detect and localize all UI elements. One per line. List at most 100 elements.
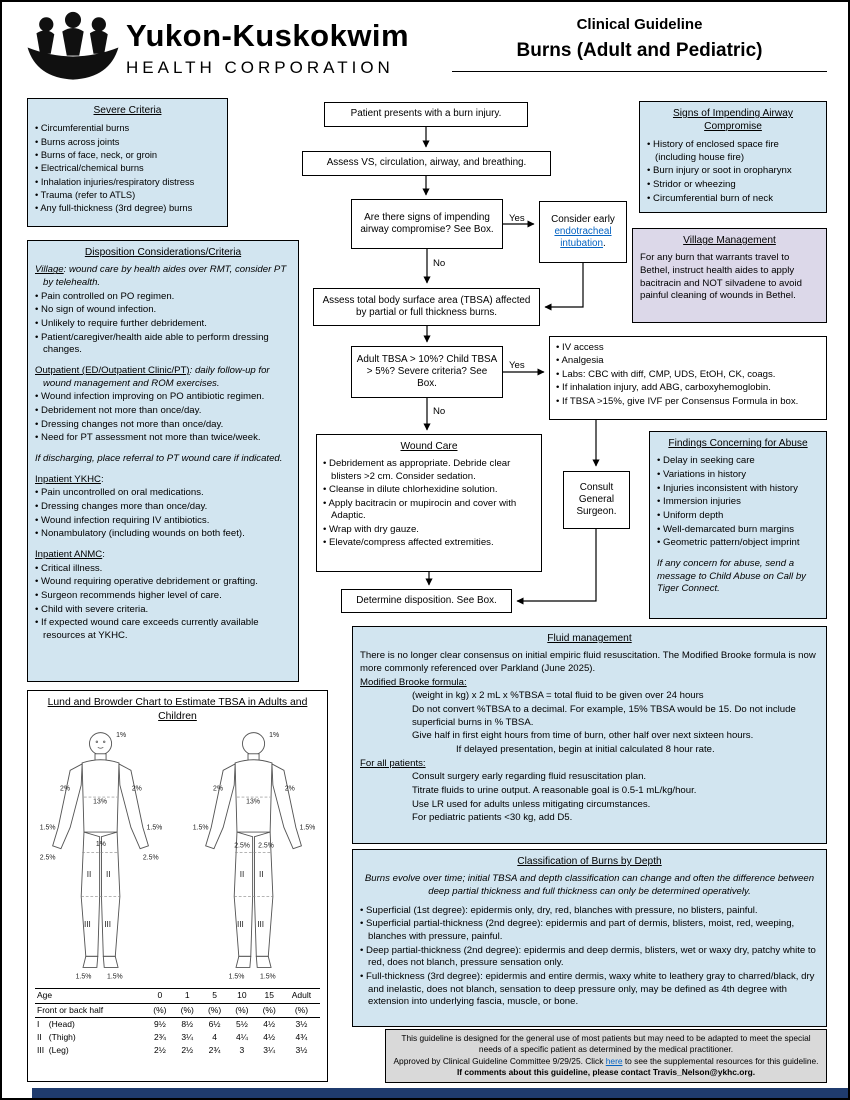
label-thigh-roman: II <box>240 871 245 880</box>
line-text: : wound care by health aides over RMT, c… <box>43 264 287 289</box>
list-item: • IV access <box>556 342 604 353</box>
list-item: • Child with severe criteria. <box>35 604 291 617</box>
line-text: • Wound requiring operative debridement … <box>35 576 258 588</box>
approval-line: Approved by Clinical Guideline Committee… <box>393 1055 819 1066</box>
label-leg-roman: III <box>104 920 111 929</box>
list-item: • Nonambulatory (including wounds on bot… <box>35 528 291 541</box>
label-no-tbsa: No <box>432 406 447 417</box>
lund-browder-table: Age 0 1 5 10 15 Adult Front or back half… <box>35 988 320 1057</box>
list-item: There is no longer clear consensus on in… <box>360 650 816 675</box>
line-text: • Debridement not more than once/day. <box>35 405 202 417</box>
list-item: • Well-demarcated burn margins <box>657 523 795 535</box>
list-item: Consult surgery early regarding fluid re… <box>412 771 647 783</box>
list-item: • Deep partial-thickness (2nd degree): e… <box>360 944 816 969</box>
list-item: For pediatric patients <30 kg, add D5. <box>412 812 573 824</box>
list-item: • Any full-thickness (3rd degree) burns <box>35 203 193 214</box>
list-item: • Need for PT assessment not more than t… <box>35 432 291 445</box>
label-foot-pct: 1.5% <box>260 974 276 981</box>
label-arm-pct: 2% <box>132 786 142 793</box>
flow-airway-question-box: Are there signs of impending airway comp… <box>351 199 503 249</box>
line-text: • If expected wound care exceeds current… <box>35 617 259 641</box>
col-15: 15 <box>264 990 274 1001</box>
list-item: • Burns of face, neck, or groin <box>35 149 158 160</box>
wound-care-title: Wound Care <box>400 441 458 452</box>
line-text: • Critical illness. <box>35 562 103 574</box>
body-diagram-front: 1% 2% 2% 13% 1.5% 1.5% 2.5% 2.5% 1% II I… <box>40 732 162 981</box>
list-item: Inpatient ANMC: <box>35 549 291 562</box>
airway-signs-list: • History of enclosed space fire (includ… <box>647 139 819 205</box>
list-item: • Circumferential burn of neck <box>647 192 773 204</box>
list-item: • Patient/caregiver/health aide able to … <box>35 332 291 357</box>
flow-consult-surgeon-box: Consult General Surgeon. <box>563 471 630 529</box>
line-text: • Child with severe criteria. <box>35 603 149 615</box>
line-text: • Nonambulatory (including wounds on bot… <box>35 528 245 540</box>
list-item: • Apply bacitracin or mupirocin and cove… <box>323 497 517 522</box>
org-name-line2: HEALTH CORPORATION <box>126 58 394 77</box>
disclaimer-text: This guideline is designed for the gener… <box>401 1033 811 1055</box>
list-item: Village: wound care by health aides over… <box>35 264 291 289</box>
line-text: • Wound infection improving on PO antibi… <box>35 391 265 403</box>
flow-start-box: Patient presents with a burn injury. <box>324 102 528 127</box>
flow-wound-care-box: Wound Care • Debridement as appropriate.… <box>316 434 542 572</box>
flow-tbsa-question-box: Adult TBSA > 10%? Child TBSA > 5%? Sever… <box>351 346 503 398</box>
intubation-text: Consider early endotracheal intubation. <box>551 213 615 250</box>
table-row: III (Leg) 2½ 2½ 2¾ 3 3¼ 3½ <box>37 1045 308 1056</box>
list-item: (weight in kg) x 2 mL x %TBSA = total fl… <box>412 690 704 702</box>
village-management-title: Village Management <box>683 235 776 246</box>
flow-intubation-box: Consider early endotracheal intubation. <box>539 201 627 263</box>
label-buttock-pct: 2.5% <box>258 843 274 850</box>
list-item: • Dressing changes not more than once/da… <box>35 419 291 432</box>
list-item: • Wrap with dry gauze. <box>323 523 419 535</box>
table-row: Front or back half (%) (%) (%) (%) (%) (… <box>35 1003 320 1018</box>
list-item: • Pain controlled on PO regimen. <box>35 291 291 304</box>
line-text: • No sign of wound infection. <box>35 304 157 316</box>
col-5: 5 <box>212 990 217 1001</box>
label-arm-pct: 2% <box>213 786 223 793</box>
body-diagrams: 1% 2% 2% 13% 1.5% 1.5% 2.5% 2.5% 1% II I… <box>35 728 320 984</box>
classification-title: Classification of Burns by Depth <box>517 856 662 867</box>
label-groin-pct: 1% <box>96 841 106 848</box>
list-item: Do not convert %TBSA to a decimal. For e… <box>412 704 796 728</box>
list-item: • Electrical/chemical burns <box>35 163 144 174</box>
airway-signs-panel: Signs of Impending Airway Compromise • H… <box>639 101 827 213</box>
list-item: • Wound requiring operative debridement … <box>35 576 291 589</box>
list-item: • Elevate/compress affected extremities. <box>323 537 494 549</box>
label-yes-airway: Yes <box>508 213 526 224</box>
list-item: • If expected wound care exceeds current… <box>35 617 291 642</box>
table-row: I (Head) 9½ 8½ 6½ 5½ 4½ 3½ <box>37 1018 308 1029</box>
label-thigh-roman: II <box>106 871 111 880</box>
endotracheal-intubation-link[interactable]: endotracheal intubation <box>554 225 612 250</box>
org-name-line1: Yukon-Kuskokwim <box>126 18 410 53</box>
label-foot-pct: 1.5% <box>76 974 92 981</box>
list-item: • Inhalation injuries/respiratory distre… <box>35 176 195 187</box>
list-item: • Burns across joints <box>35 136 120 147</box>
line-text: • Unlikely to require further debridemen… <box>35 318 207 330</box>
list-item: • Stridor or wheezing <box>647 178 736 190</box>
col-adult: Adult <box>291 990 312 1001</box>
label-hand-pct: 2.5% <box>143 855 159 862</box>
supplemental-resources-link[interactable]: here <box>605 1055 623 1066</box>
abuse-findings-title: Findings Concerning for Abuse <box>668 438 808 449</box>
label-leg-roman: III <box>84 920 91 929</box>
classification-list: • Superficial (1st degree): epidermis on… <box>360 905 819 1009</box>
abuse-findings-list: • Delay in seeking care• Variations in h… <box>657 455 819 550</box>
line-heading: Inpatient YKHC <box>35 473 101 485</box>
ykhc-logo-icon <box>24 10 122 91</box>
list-item: • Delay in seeking care <box>657 455 755 467</box>
list-item: • History of enclosed space fire (includ… <box>647 138 779 163</box>
resuscitation-list: • IV access• Analgesia• Labs: CBC with d… <box>556 342 820 408</box>
airway-signs-title: Signs of Impending Airway Compromise <box>672 108 794 133</box>
label-yes-tbsa: Yes <box>508 360 526 371</box>
bottom-bar <box>32 1088 848 1098</box>
col-10: 10 <box>237 990 247 1001</box>
list-item: • Pain uncontrolled on oral medications. <box>35 487 291 500</box>
col-1: 1 <box>184 990 190 1001</box>
list-item: Give half in first eight hours from time… <box>412 730 754 742</box>
list-item: • Critical illness. <box>35 563 291 576</box>
list-item: • Wound infection improving on PO antibi… <box>35 391 291 404</box>
list-item: Outpatient (ED/Outpatient Clinic/PT): da… <box>35 365 291 390</box>
line-text: If discharging, place referral to PT wou… <box>35 452 283 464</box>
severe-criteria-panel: Severe Criteria • Circumferential burns•… <box>27 98 228 227</box>
list-item: • Superficial partial-thickness (2nd deg… <box>360 918 795 943</box>
